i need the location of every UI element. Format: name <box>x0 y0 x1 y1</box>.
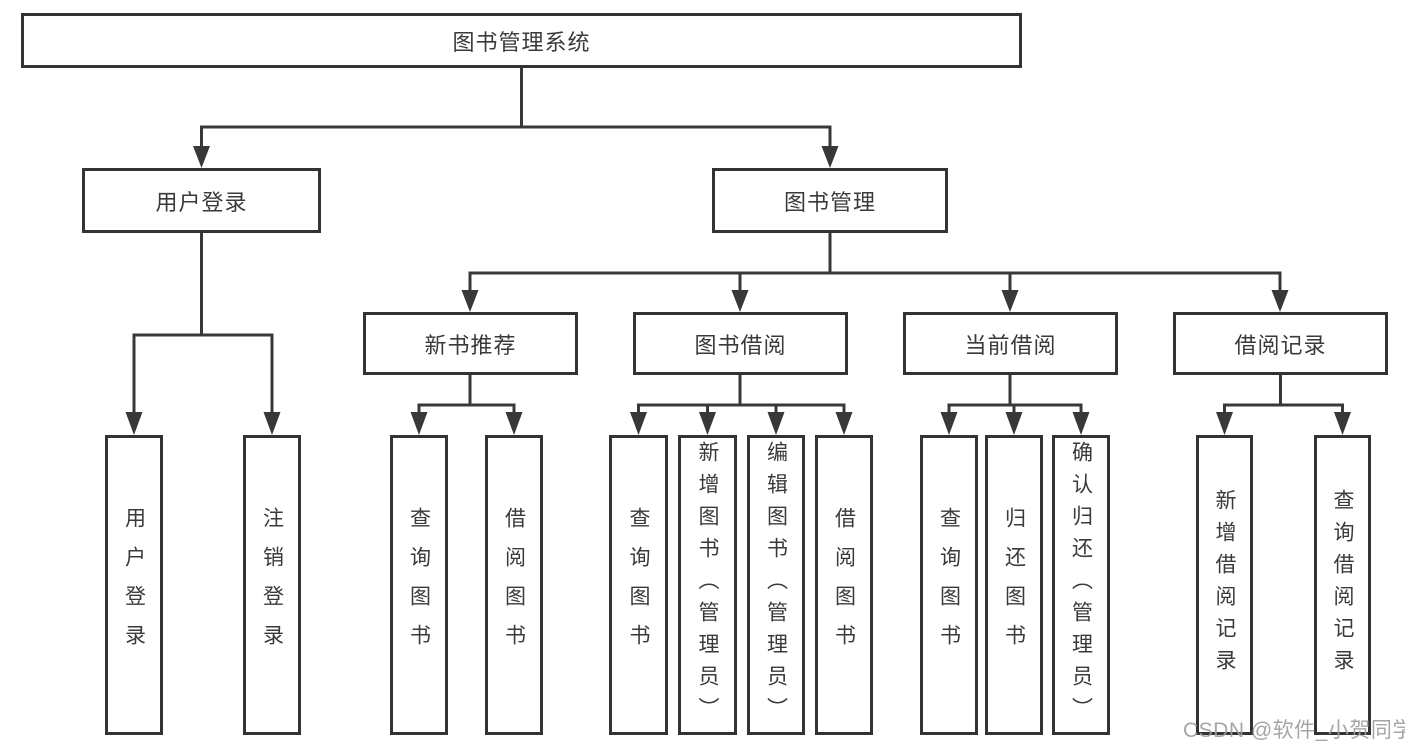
node-new-book-recommend-label: 新书推荐 <box>424 332 517 358</box>
arrowhead <box>125 412 143 435</box>
leaf-add-borrow-record-label: 新增借阅记录 <box>1213 489 1236 681</box>
node-new-book-recommend: 新书推荐 <box>363 312 578 375</box>
arrowhead <box>630 412 647 435</box>
node-book-borrowing: 图书借阅 <box>633 312 848 375</box>
leaf-query-books-current: 查询图书 <box>920 435 978 735</box>
arrowhead <box>1216 412 1233 435</box>
node-book-management-label: 图书管理 <box>783 189 876 215</box>
leaf-user-login-label: 用户登录 <box>122 507 146 663</box>
node-current-borrowing: 当前借阅 <box>903 312 1118 375</box>
node-book-borrowing-label: 图书借阅 <box>694 332 787 358</box>
arrowhead <box>1072 412 1090 435</box>
node-root: 图书管理系统 <box>21 13 1022 68</box>
leaf-query-books-borrowing-label: 查询图书 <box>627 507 650 663</box>
arrowhead <box>193 146 210 168</box>
arrowhead <box>835 412 853 435</box>
leaf-user-login: 用户登录 <box>105 435 163 735</box>
arrowhead <box>731 290 749 312</box>
arrowhead <box>1271 290 1289 312</box>
leaf-borrow-books-recommend: 借阅图书 <box>485 435 543 735</box>
leaf-return-books-label: 归还图书 <box>1002 507 1026 663</box>
leaf-borrow-books-recommend-label: 借阅图书 <box>502 507 526 663</box>
leaf-edit-book-admin-label: 编辑图书（管理员） <box>764 441 788 729</box>
arrowhead <box>505 412 523 435</box>
arrowhead <box>940 412 958 435</box>
node-borrowing-records: 借阅记录 <box>1173 312 1388 375</box>
node-current-borrowing-label: 当前借阅 <box>964 332 1057 358</box>
node-borrowing-records-label: 借阅记录 <box>1234 332 1327 358</box>
arrowhead <box>1334 412 1351 435</box>
arrowhead <box>699 412 716 435</box>
node-user-login: 用户登录 <box>82 168 321 233</box>
leaf-confirm-return-admin-label: 确认归还（管理员） <box>1069 441 1093 729</box>
leaf-logout-label: 注销登录 <box>260 507 284 663</box>
leaf-add-book-admin-label: 新增图书（管理员） <box>696 441 719 729</box>
leaf-logout: 注销登录 <box>243 435 301 735</box>
arrowhead <box>1005 412 1023 435</box>
arrowhead <box>461 290 479 312</box>
node-user-login-label: 用户登录 <box>155 189 248 215</box>
leaf-query-books-recommend-label: 查询图书 <box>407 507 431 663</box>
leaf-edit-book-admin: 编辑图书（管理员） <box>747 435 805 735</box>
leaf-add-borrow-record: 新增借阅记录 <box>1196 435 1253 735</box>
leaf-query-books-recommend: 查询图书 <box>390 435 448 735</box>
arrowhead <box>1001 290 1019 312</box>
leaf-borrow-books-borrowing: 借阅图书 <box>815 435 873 735</box>
watermark: CSDN @软件_小贺同学 <box>1183 719 1405 742</box>
leaf-query-borrow-record-label: 查询借阅记录 <box>1331 489 1354 681</box>
arrowhead <box>767 412 785 435</box>
arrowhead <box>821 146 839 168</box>
leaf-query-books-borrowing: 查询图书 <box>609 435 668 735</box>
leaf-borrow-books-borrowing-label: 借阅图书 <box>832 507 856 663</box>
arrowhead <box>263 412 281 435</box>
node-book-management: 图书管理 <box>712 168 948 233</box>
leaf-query-books-current-label: 查询图书 <box>937 507 961 663</box>
leaf-return-books: 归还图书 <box>985 435 1043 735</box>
node-root-label: 图书管理系统 <box>452 29 591 55</box>
leaf-confirm-return-admin: 确认归还（管理员） <box>1052 435 1110 735</box>
leaf-query-borrow-record: 查询借阅记录 <box>1314 435 1371 735</box>
leaf-add-book-admin: 新增图书（管理员） <box>678 435 737 735</box>
arrowhead <box>410 412 428 435</box>
